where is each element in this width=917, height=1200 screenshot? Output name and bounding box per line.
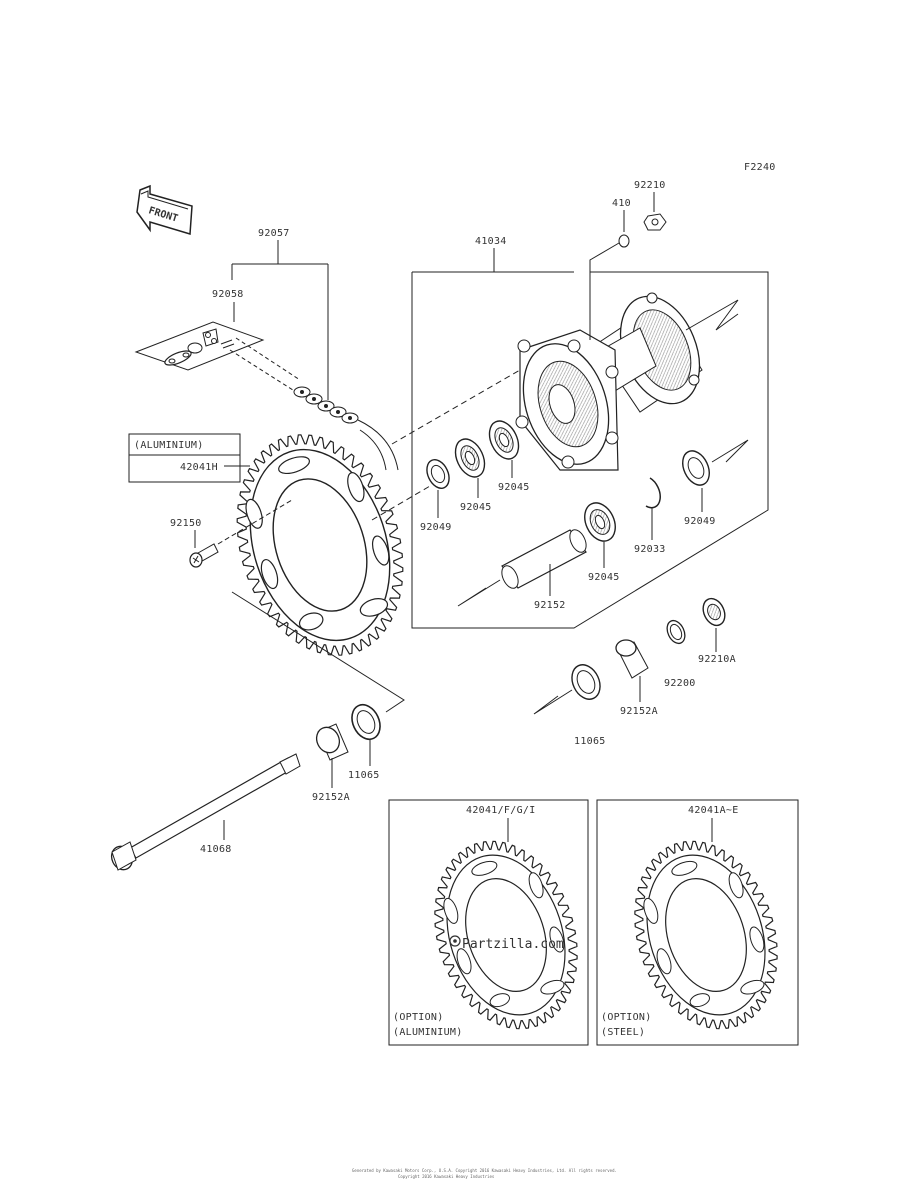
part-92049-right-label: 92049 xyxy=(684,516,716,527)
left-bearings: 92049 92045 92045 xyxy=(420,420,530,533)
partzilla-logo-icon xyxy=(449,935,461,947)
option-steel-line2: (STEEL) xyxy=(601,1027,645,1038)
drive-chain: 92057 92058 xyxy=(134,228,399,471)
circlip: 92033 xyxy=(634,477,666,555)
option-steel-line1: (OPTION) xyxy=(601,1012,652,1023)
part-11065-right-label: 11065 xyxy=(574,736,606,747)
right-seal: 92049 xyxy=(682,439,749,527)
option-steel-part-label: 42041A~E xyxy=(688,805,739,816)
part-92045-b-label: 92045 xyxy=(498,482,530,493)
part-92210-top-label: 92210 xyxy=(634,180,666,191)
option-aluminium-line1: (OPTION) xyxy=(393,1012,444,1023)
footer-line2: Copyright 2016 Kawasaki Heavy Industries xyxy=(398,1174,495,1179)
part-92152-label: 92152 xyxy=(534,600,566,611)
part-41068-label: 41068 xyxy=(200,844,232,855)
footer-line1: Generated by Kawasaki Motors Corp., U.S.… xyxy=(352,1168,617,1173)
axle-nut-and-washer: 92210 410 xyxy=(589,180,667,340)
chain-links xyxy=(293,386,359,424)
part-42041H-label: 42041H xyxy=(180,462,218,473)
option-steel-sprocket xyxy=(634,840,778,1030)
part-92057-label: 92057 xyxy=(258,228,290,239)
part-92058-label: 92058 xyxy=(212,289,244,300)
sprocket-bolt: 92150 xyxy=(170,499,293,568)
part-92200-label: 92200 xyxy=(664,678,696,689)
option-aluminium-panel: 42041/F/G/I Partzilla.com (OPTION) (ALUM… xyxy=(388,799,589,1046)
part-41034-label: 41034 xyxy=(475,236,507,247)
part-92033-label: 92033 xyxy=(634,544,666,555)
center-bearing-and-collar: 92045 92152 xyxy=(457,502,620,611)
part-92152A-left-label: 92152A xyxy=(312,792,350,803)
aluminium-title: (ALUMINIUM) xyxy=(134,440,204,451)
watermark: Partzilla.com xyxy=(462,937,564,952)
part-92210A-label: 92210A xyxy=(698,654,736,665)
part-410-label: 410 xyxy=(612,198,631,209)
left-side-spacers: 11065 92152A xyxy=(312,703,381,803)
rear-axle: 41068 xyxy=(110,753,301,871)
rear-sprocket xyxy=(236,434,404,656)
option-aluminium-part-label: 42041/F/G/I xyxy=(466,805,536,816)
part-92049-left-label: 92049 xyxy=(420,522,452,533)
part-92045-c-label: 92045 xyxy=(588,572,620,583)
part-92152A-right-label: 92152A xyxy=(620,706,658,717)
option-aluminium-line2: (ALUMINIUM) xyxy=(393,1027,463,1038)
hub-assembly-frame: 41034 xyxy=(411,236,769,629)
part-11065-left-label: 11065 xyxy=(348,770,380,781)
rear-hub xyxy=(515,292,739,471)
option-aluminium-sprocket xyxy=(434,840,578,1030)
part-92150-label: 92150 xyxy=(170,518,202,529)
aluminium-callout-box: (ALUMINIUM) 42041H xyxy=(128,433,250,483)
axle-centerline xyxy=(371,369,521,521)
diagram-code: F2240 xyxy=(744,162,776,173)
master-link xyxy=(164,328,235,366)
part-92045-a-label: 92045 xyxy=(460,502,492,513)
right-side-spacers: 92210A 92200 92152A 11065 xyxy=(533,597,736,747)
front-arrow-icon: FRONT xyxy=(136,184,193,235)
sprocket-lightening-holes xyxy=(245,456,390,631)
assembly-line xyxy=(231,591,405,713)
option-steel-panel: 42041A~E (OPTION) (STEEL) xyxy=(596,799,799,1046)
